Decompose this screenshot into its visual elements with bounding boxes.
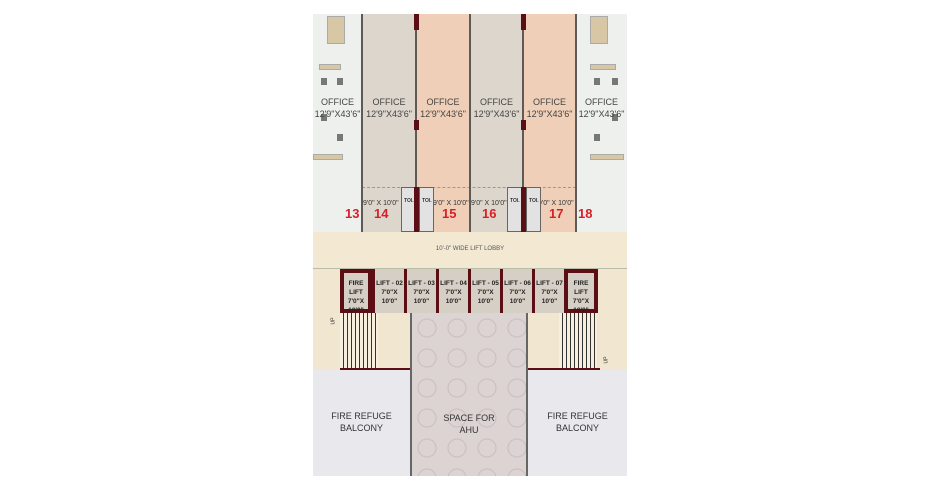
lobby-label: 10'-0" WIDE LIFT LOBBY [435,246,505,252]
lift-lobby: 10'-0" WIDE LIFT LOBBY [313,232,627,269]
toilet: TOI. [507,187,522,232]
stair-up-label: UP [603,356,610,364]
toilet-size: 9'0" X 10'0" [433,200,469,207]
unit-number: 18 [578,206,593,221]
unit-number: 16 [482,206,497,221]
staircase [559,313,597,369]
unit-number: 15 [442,206,457,221]
unit-number: 17 [549,206,564,221]
staircase [340,313,378,369]
unit-number: 13 [345,206,360,221]
toilet-size: 9'0" X 10'0" [471,200,507,207]
toilet: TOI. [526,187,541,232]
toilet-size: 9'0" X 10'0" [363,200,399,207]
toilet: TOI. [419,187,434,232]
toilet-size: 9'0" X 10'0" [538,200,574,207]
stair-up-label: UP [330,317,337,325]
unit-number: 14 [374,206,389,221]
